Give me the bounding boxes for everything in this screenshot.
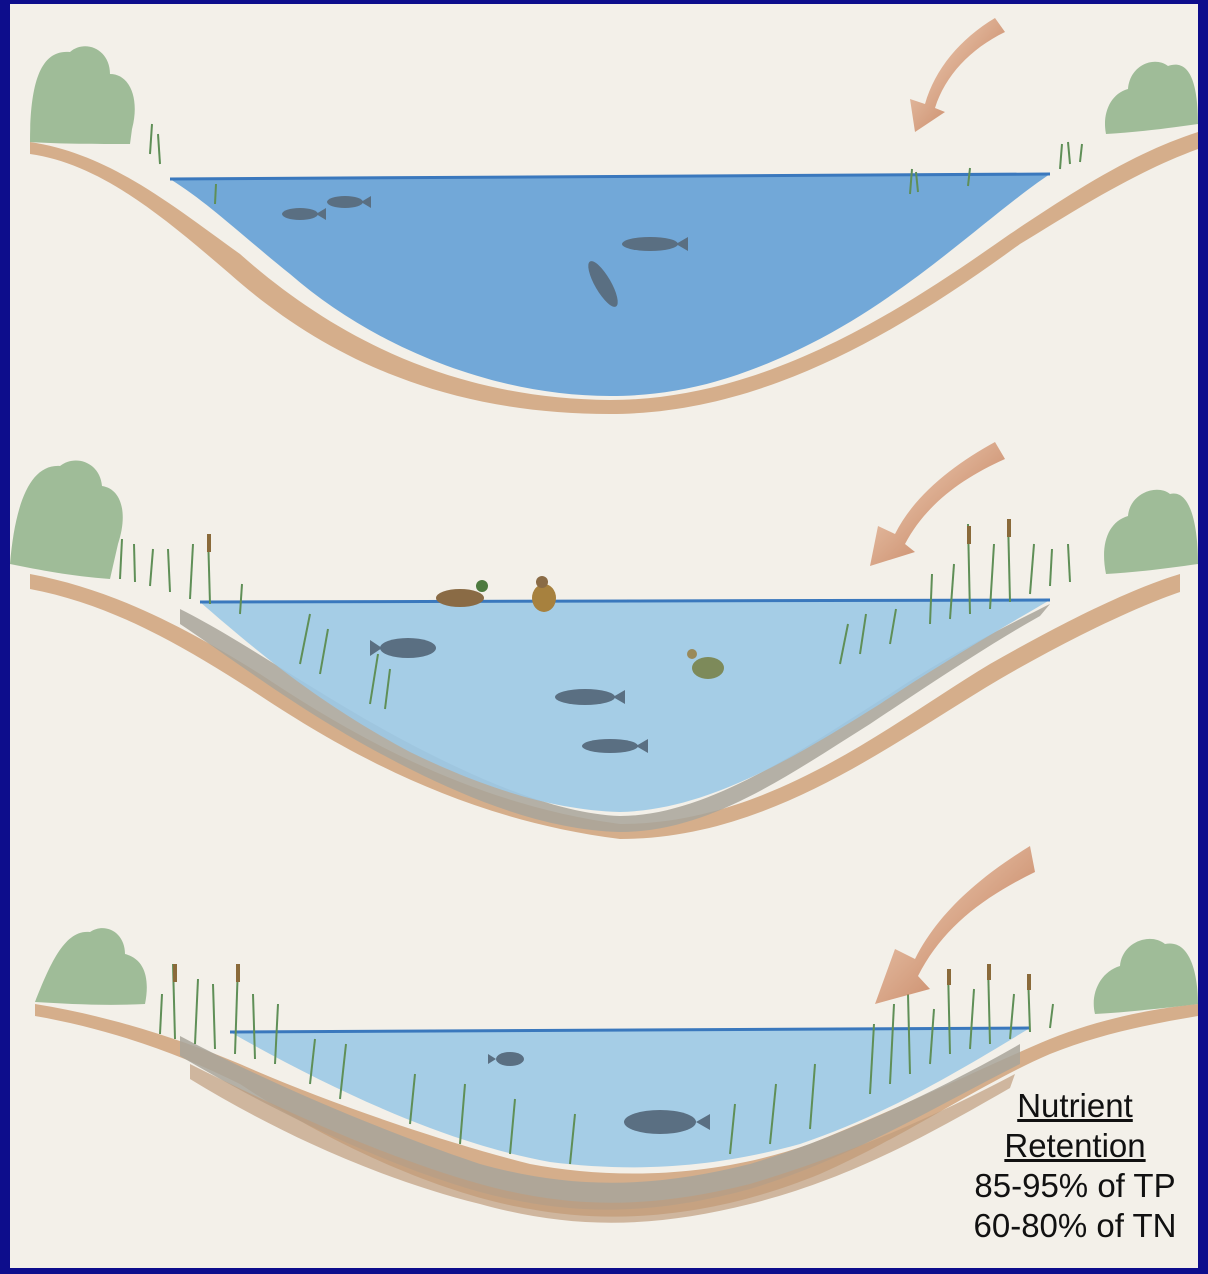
- stage-2-mid-lake: [10, 442, 1198, 839]
- lake-succession-diagram: [10, 4, 1198, 1268]
- caption-tp-value: 85-95% of TP: [950, 1166, 1198, 1206]
- shrub-icon: [35, 928, 147, 1005]
- shrub-icon: [10, 460, 123, 579]
- inflow-arrow-icon: [870, 442, 1005, 566]
- duck-icon: [532, 576, 556, 612]
- shrub-icon: [30, 46, 135, 144]
- nutrient-retention-caption: Nutrient Retention 85-95% of TP 60-80% o…: [950, 1086, 1198, 1246]
- caption-heading-line2: Retention: [950, 1126, 1198, 1166]
- shrub-icon: [1094, 939, 1198, 1014]
- shrub-icon: [1105, 62, 1198, 134]
- illustration-panel: Nutrient Retention 85-95% of TP 60-80% o…: [10, 4, 1198, 1268]
- shrub-icon: [1104, 490, 1198, 574]
- inflow-arrow-icon: [875, 846, 1035, 1004]
- stage-1-deep-lake: [30, 18, 1198, 414]
- inflow-arrow-icon: [910, 18, 1005, 132]
- caption-tn-value: 60-80% of TN: [950, 1206, 1198, 1246]
- caption-heading-line1: Nutrient: [950, 1086, 1198, 1126]
